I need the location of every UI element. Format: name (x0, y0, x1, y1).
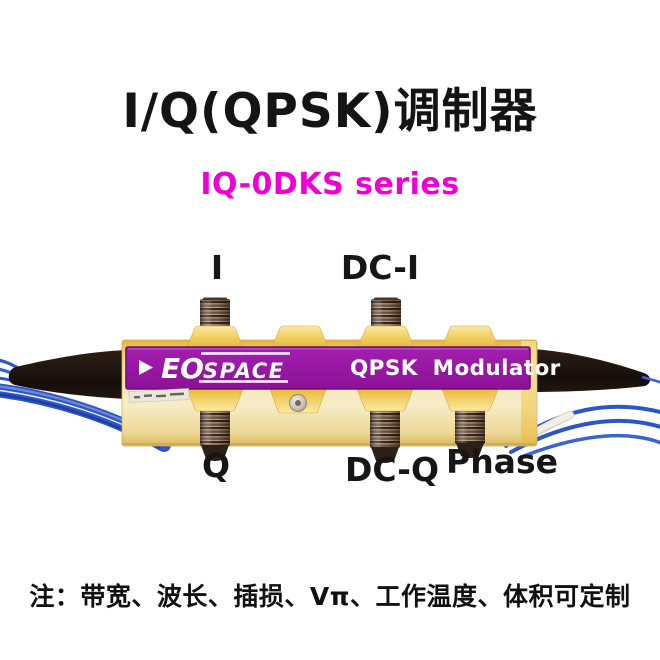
right-fiber-boot (533, 349, 651, 392)
right-fiber-tail (641, 375, 660, 384)
model-label: QPSK Modulator (350, 356, 561, 381)
port-label-phase: Phase (446, 442, 558, 481)
brand-arrow-icon (139, 360, 153, 375)
rf-connector-dc-i (371, 297, 401, 333)
eospace-logo: EO SPACE (161, 352, 290, 385)
series-subtitle: IQ-0DKS series (200, 167, 460, 202)
port-label-dc-q: DC-Q (344, 450, 440, 489)
top-tabs (186, 325, 499, 348)
port-label-dc-i: DC-I (340, 248, 420, 287)
logo-eo: EO (161, 352, 204, 385)
rf-connector-q (200, 400, 230, 461)
port-label-i: I (210, 248, 224, 287)
bottom-tabs (186, 388, 499, 414)
rf-connector-i (200, 297, 230, 333)
port-label-q: Q (201, 446, 231, 485)
serial-sticker (128, 388, 190, 403)
rf-connector-dc-q (370, 400, 400, 463)
mounting-screw (289, 394, 307, 412)
logo-space: SPACE (203, 359, 284, 383)
customization-note: 注：带宽、波长、插损、Vπ、工作温度、体积可定制 (29, 582, 631, 611)
left-fiber-boot (8, 350, 126, 399)
page-title: I/Q(QPSK)调制器 (122, 84, 538, 139)
front-label: EO SPACE QPSK Modulator (125, 346, 561, 390)
